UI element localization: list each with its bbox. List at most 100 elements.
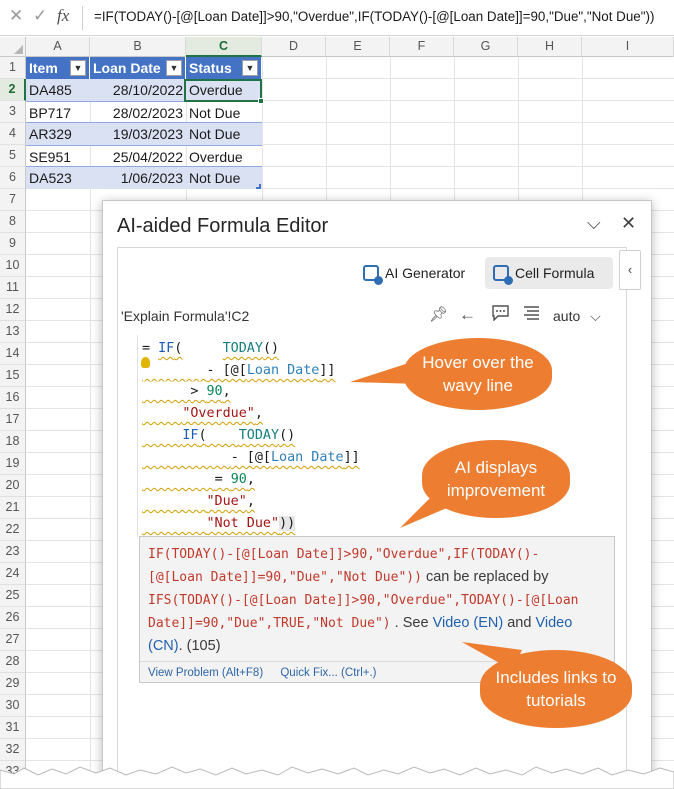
fx-icon[interactable]: fx xyxy=(57,6,70,25)
back-arrow-icon[interactable]: ← xyxy=(459,305,476,324)
close-icon[interactable]: ✕ xyxy=(621,213,637,233)
row-header[interactable]: 6 xyxy=(0,167,26,189)
ai-generator-icon xyxy=(363,265,383,285)
lightbulb-icon[interactable] xyxy=(141,357,150,368)
row-header[interactable]: 13 xyxy=(0,321,26,343)
row-header[interactable]: 18 xyxy=(0,431,26,453)
row-header[interactable]: 14 xyxy=(0,343,26,365)
row-header[interactable]: 3 xyxy=(0,101,26,123)
row-header[interactable]: 16 xyxy=(0,387,26,409)
row-header[interactable]: 19 xyxy=(0,453,26,475)
quick-fix-link[interactable]: Quick Fix... (Ctrl+.) xyxy=(280,667,377,679)
row-header[interactable]: 27 xyxy=(0,629,26,651)
video-en-link[interactable]: Video (EN) xyxy=(432,615,504,631)
tooltip-message: IF(TODAY()-[@[Loan Date]]>90,"Overdue",I… xyxy=(148,547,579,654)
auto-dropdown[interactable]: auto ⌵ xyxy=(553,308,601,324)
cell-formula-button[interactable]: Cell Formula xyxy=(485,257,613,289)
code-line: IF( TODAY() xyxy=(182,428,296,443)
row-header[interactable]: 29 xyxy=(0,673,26,695)
table-cell-status[interactable]: Not Due xyxy=(186,123,262,145)
ai-generator-button[interactable]: AI Generator xyxy=(355,257,477,289)
row-header[interactable]: 28 xyxy=(0,651,26,673)
table-cell-date[interactable]: 28/02/2023 xyxy=(90,101,186,123)
row-header[interactable]: 21 xyxy=(0,497,26,519)
x-icon[interactable]: ✕ xyxy=(9,6,24,25)
row-header[interactable]: 31 xyxy=(0,717,26,739)
row-header[interactable]: 30 xyxy=(0,695,26,717)
table-cell-item[interactable]: AR329 xyxy=(26,123,90,145)
table-cell-item[interactable]: BP717 xyxy=(26,101,90,123)
row-header[interactable]: 9 xyxy=(0,233,26,255)
column-header-c[interactable]: C xyxy=(186,37,262,57)
video-cn-link-part1[interactable]: Video xyxy=(535,615,573,631)
column-header-f[interactable]: F xyxy=(390,37,454,57)
grid-line xyxy=(26,122,674,123)
fill-handle[interactable] xyxy=(258,98,264,104)
chevron-left-icon[interactable]: ‹ xyxy=(619,250,641,290)
row-header[interactable]: 11 xyxy=(0,277,26,299)
grid-line xyxy=(26,166,674,167)
row-header[interactable]: 10 xyxy=(0,255,26,277)
table-cell-item[interactable]: SE951 xyxy=(26,145,90,167)
table-header-item[interactable]: Item ▼ xyxy=(26,57,90,79)
editor-content xyxy=(117,247,627,789)
filter-dropdown-icon[interactable]: ▼ xyxy=(242,60,258,76)
grid-line xyxy=(26,188,674,189)
video-cn-link-part2[interactable]: (CN) xyxy=(148,638,179,654)
comment-icon[interactable] xyxy=(492,305,509,325)
row-header[interactable]: 26 xyxy=(0,607,26,629)
table-cell-date[interactable]: 1/06/2023 xyxy=(90,167,186,189)
row-header[interactable]: 5 xyxy=(0,145,26,167)
row-header[interactable]: 20 xyxy=(0,475,26,497)
table-header-status[interactable]: Status ▼ xyxy=(186,57,262,79)
view-problem-link[interactable]: View Problem (Alt+F8) xyxy=(148,667,264,679)
row-header[interactable]: 24 xyxy=(0,563,26,585)
active-cell-selection xyxy=(184,79,262,102)
table-header-loan-date[interactable]: Loan Date ▼ xyxy=(90,57,186,79)
filter-dropdown-icon[interactable]: ▼ xyxy=(166,60,182,76)
table-cell-date[interactable]: 25/04/2022 xyxy=(90,145,186,167)
column-header-d[interactable]: D xyxy=(262,37,326,57)
chevron-down-icon[interactable]: ⌵ xyxy=(587,213,601,233)
column-header-h[interactable]: H xyxy=(518,37,582,57)
tooltip-actions: View Problem (Alt+F8) Quick Fix... (Ctrl… xyxy=(140,661,614,683)
table-cell-status[interactable]: Overdue xyxy=(186,145,262,167)
code-line: = 90, xyxy=(214,472,255,487)
pin-icon[interactable]: 📌︎ xyxy=(429,306,449,323)
table-cell-item[interactable]: DA523 xyxy=(26,167,90,189)
formula-bar: ✕ ✓ fx =IF(TODAY()-[@[Loan Date]]>90,"Ov… xyxy=(0,0,674,36)
row-header[interactable]: 4 xyxy=(0,123,26,145)
row-header[interactable]: 17 xyxy=(0,409,26,431)
row-header[interactable]: 7 xyxy=(0,189,26,211)
format-lines-icon[interactable] xyxy=(523,305,540,324)
formula-input[interactable]: =IF(TODAY()-[@[Loan Date]]>90,"Overdue",… xyxy=(94,9,655,24)
column-header-b[interactable]: B xyxy=(90,37,186,57)
table-cell-status[interactable]: Overdue xyxy=(186,79,262,101)
filter-dropdown-icon[interactable]: ▼ xyxy=(70,60,86,76)
row-header[interactable]: 32 xyxy=(0,739,26,761)
select-all-corner[interactable] xyxy=(0,37,26,57)
row-header[interactable]: 8 xyxy=(0,211,26,233)
formula-bar-divider xyxy=(82,6,83,30)
row-header[interactable]: 23 xyxy=(0,541,26,563)
row-header[interactable]: 2 xyxy=(0,79,26,101)
table-cell-date[interactable]: 28/10/2022 xyxy=(90,79,186,101)
table-cell-status[interactable]: Not Due xyxy=(186,167,262,189)
row-header[interactable]: 15 xyxy=(0,365,26,387)
code-line: - [@[Loan Date]] xyxy=(230,450,360,465)
panel-title: AI-aided Formula Editor xyxy=(117,215,329,237)
grid-line xyxy=(26,100,674,101)
code-line: "Overdue", xyxy=(182,406,263,421)
row-header[interactable]: 12 xyxy=(0,299,26,321)
row-header[interactable]: 25 xyxy=(0,585,26,607)
check-icon[interactable]: ✓ xyxy=(33,6,48,25)
column-header-a[interactable]: A xyxy=(26,37,90,57)
code-line: > 90, xyxy=(190,384,231,399)
row-header[interactable]: 22 xyxy=(0,519,26,541)
column-header-e[interactable]: E xyxy=(326,37,390,57)
column-header-g[interactable]: G xyxy=(454,37,518,57)
table-cell-date[interactable]: 19/03/2023 xyxy=(90,123,186,145)
table-cell-item[interactable]: DA485 xyxy=(26,79,90,101)
row-header[interactable]: 1 xyxy=(0,57,26,79)
table-resize-handle[interactable] xyxy=(256,184,261,189)
